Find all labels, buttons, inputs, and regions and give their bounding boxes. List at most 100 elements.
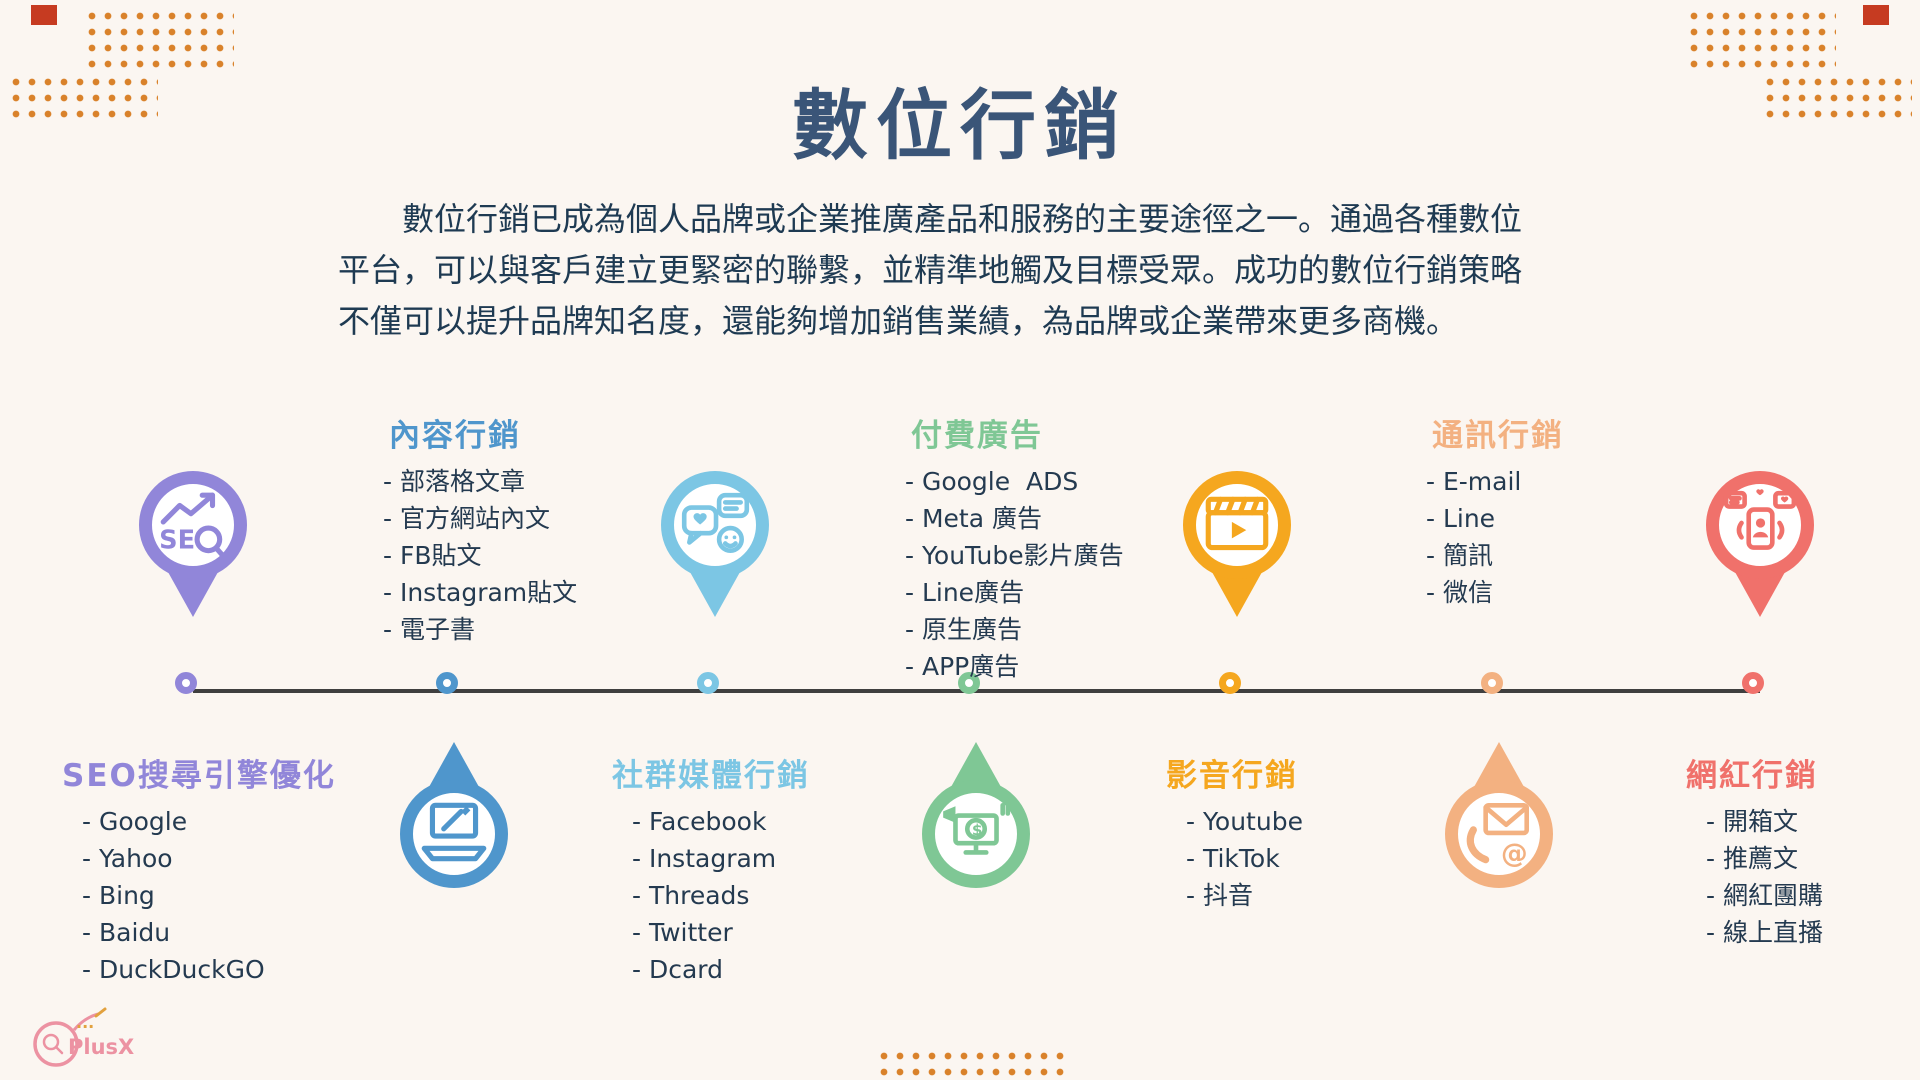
- paid-ads-pin: $: [906, 742, 1046, 888]
- pin-circle: $: [922, 780, 1030, 888]
- list-item: - Youtube: [1186, 807, 1303, 836]
- social-media-block: 社群媒體行銷 - Facebook - Instagram - Threads - T…: [612, 750, 810, 988]
- phone-mail-icon: @: [1466, 802, 1530, 870]
- svg-text:@: @: [1501, 839, 1528, 870]
- list-item: - APP廣告: [905, 652, 1020, 681]
- pin-circle: SE: [139, 471, 247, 579]
- list-item: - Instagram: [632, 844, 777, 873]
- social-media-pin: [645, 471, 785, 617]
- content-marketing-list: - 部落格文章 - 官方網站內文 - FB貼文 - Instagram貼文 - 電子書: [383, 463, 577, 648]
- social-media-title: 社群媒體行銷: [612, 758, 810, 794]
- influencer-block: 網紅行銷 - 開箱文 - 推薦文 - 網紅團購 - 線上直播: [1686, 750, 1823, 951]
- messaging-list: - E-mail - Line - 簡訊 - 微信: [1426, 463, 1564, 611]
- seo-block: SEO搜尋引擎優化 - Google- Yahoo- Bing- Baidu- …: [62, 750, 336, 988]
- timeline-node-seo: [175, 672, 197, 694]
- list-item: - Dcard: [632, 955, 723, 984]
- list-item: - Threads: [632, 881, 750, 910]
- timeline-node-influencer: [1742, 672, 1764, 694]
- dot-grid-decoration: [8, 74, 158, 126]
- list-item: - 簡訊: [1426, 541, 1493, 570]
- laptop-writing-icon: [421, 802, 487, 862]
- pin-circle: [1183, 471, 1291, 579]
- list-item: - 電子書: [383, 615, 475, 644]
- list-item: - 抖音: [1186, 881, 1253, 910]
- video-marketing-list: - Youtube - TikTok - 抖音: [1166, 803, 1303, 914]
- dot-grid-decoration: [84, 8, 234, 68]
- list-item: - Google ADS: [905, 467, 1079, 496]
- logo-dots: ...: [76, 1013, 94, 1032]
- list-item: - Instagram貼文: [383, 578, 578, 607]
- pin-circle: @: [1445, 780, 1553, 888]
- svg-text:SE: SE: [159, 526, 195, 556]
- content-marketing-title: 內容行銷: [389, 418, 521, 454]
- seo-magnifier-icon: SE: [159, 492, 228, 561]
- messaging-title: 通訊行銷: [1432, 418, 1564, 454]
- list-item: - Twitter: [632, 918, 733, 947]
- list-item: - Baidu: [82, 918, 171, 947]
- social-media-list: - Facebook - Instagram - Threads - Twitter -…: [612, 803, 810, 988]
- paid-ads-title: 付費廣告: [911, 418, 1043, 454]
- list-item: - 原生廣告: [905, 615, 1022, 644]
- dot-grid-decoration: [1762, 74, 1912, 126]
- list-item: - 線上直播: [1706, 918, 1823, 947]
- logo-text: PlusX: [68, 1035, 134, 1059]
- timeline-node-video: [1219, 672, 1241, 694]
- list-item: - 微信: [1426, 578, 1493, 607]
- timeline-node-messaging: [1481, 672, 1503, 694]
- plusx-logo-icon: ... PlusX: [33, 1007, 134, 1067]
- list-item: - 推薦文: [1706, 844, 1798, 873]
- paid-ads-list: - Google ADS - Meta 廣告 - YouTube影片廣告 - Line…: [905, 463, 1124, 685]
- list-item: - Facebook: [632, 807, 767, 836]
- list-item: - YouTube影片廣告: [905, 541, 1124, 570]
- seo-title: SEO搜尋引擎優化: [62, 758, 336, 794]
- seo-pin: SE: [123, 471, 263, 617]
- content-marketing-block: 內容行銷 - 部落格文章- 官方網站內文- FB貼文- Instagram貼文-…: [383, 410, 577, 648]
- intro-paragraph: 數位行銷已成為個人品牌或企業推廣產品和服務的主要途徑之一。通過各種數位 平台，可…: [338, 194, 1618, 347]
- smartphone-social-icon: [1723, 489, 1797, 550]
- influencer-pin: [1690, 471, 1830, 617]
- dot-grid-decoration: [876, 1048, 1068, 1080]
- corner-square-decoration: [1863, 5, 1889, 25]
- intro-line: 數位行銷已成為個人品牌或企業推廣產品和服務的主要途徑之一。通過各種數位: [402, 200, 1523, 238]
- timeline-node-social: [697, 672, 719, 694]
- svg-text:$: $: [972, 821, 983, 839]
- clapperboard-icon: [1205, 496, 1269, 551]
- video-marketing-title: 影音行銷: [1166, 758, 1298, 794]
- list-item: - Line: [1426, 504, 1496, 533]
- list-item: - 開箱文: [1706, 807, 1798, 836]
- content-marketing-pin: [384, 742, 524, 888]
- pin-circle: [400, 780, 508, 888]
- list-item: - TikTok: [1186, 844, 1280, 873]
- paid-ads-block: 付費廣告 - Google ADS- Meta 廣告- YouTube影片廣告-…: [905, 410, 1124, 685]
- page-title: 數位行銷: [792, 81, 1128, 170]
- messaging-block: 通訊行銷 - E-mail - Line - 簡訊 - 微信: [1426, 410, 1564, 611]
- list-item: - E-mail: [1426, 467, 1522, 496]
- list-item: - 部落格文章: [383, 467, 525, 496]
- list-item: - 官方網站內文: [383, 504, 550, 533]
- intro-line: 不僅可以提升品牌知名度，還能夠增加銷售業績，為品牌或企業帶來更多商機。: [338, 302, 1459, 340]
- list-item: - 網紅團購: [1706, 881, 1823, 910]
- list-item: - Bing: [82, 881, 155, 910]
- list-item: - DuckDuckGO: [82, 955, 265, 984]
- dot-grid-decoration: [1686, 8, 1836, 68]
- messaging-pin: @: [1429, 742, 1569, 888]
- list-item: - Meta 廣告: [905, 504, 1042, 533]
- logo-plusx: ... PlusX: [24, 992, 144, 1080]
- influencer-list: - 開箱文 - 推薦文 - 網紅團購 - 線上直播: [1686, 803, 1823, 951]
- influencer-title: 網紅行銷: [1686, 758, 1818, 794]
- corner-square-decoration: [31, 5, 57, 25]
- list-item: - Line廣告: [905, 578, 1025, 607]
- list-item: - FB貼文: [383, 541, 482, 570]
- video-marketing-pin: [1167, 471, 1307, 617]
- list-item: - Yahoo: [82, 844, 173, 873]
- seo-list: - Google - Yahoo - Bing - Baidu - DuckDuckGO: [62, 803, 336, 988]
- pin-circle: [1706, 471, 1814, 579]
- chat-bubbles-icon: [681, 492, 750, 553]
- list-item: - Google: [82, 807, 188, 836]
- video-marketing-block: 影音行銷 - Youtube - TikTok - 抖音: [1166, 750, 1303, 914]
- ads-monitor-icon: $: [943, 798, 1011, 855]
- timeline-node-paid-ads: [958, 672, 980, 694]
- intro-line: 平台，可以與客戶建立更緊密的聯繫，並精準地觸及目標受眾。成功的數位行銷策略: [338, 251, 1523, 289]
- timeline-node-content: [436, 672, 458, 694]
